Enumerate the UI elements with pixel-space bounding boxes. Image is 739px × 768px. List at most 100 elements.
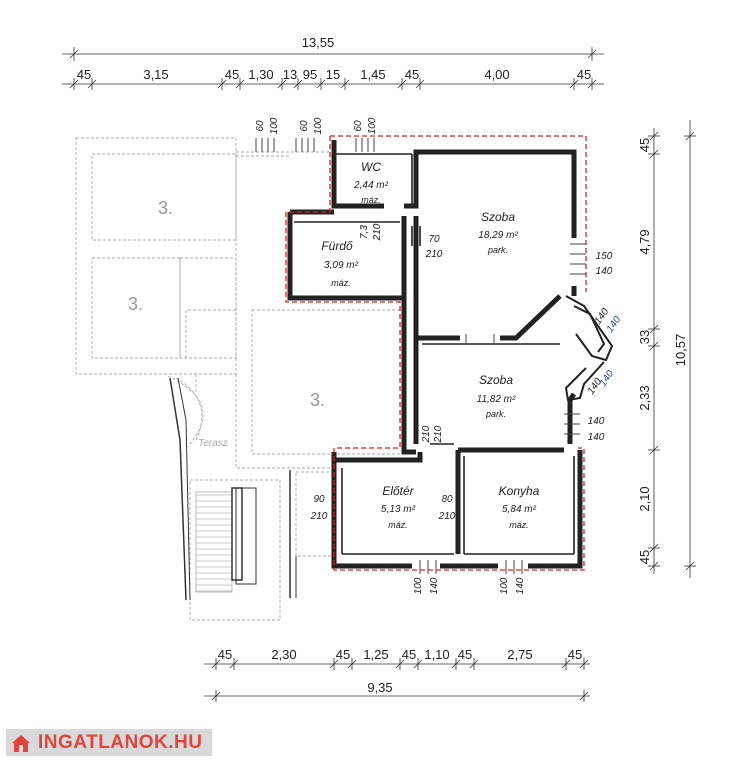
top-dim-6: 95 (303, 67, 317, 82)
top-dim-7: 15 (326, 67, 340, 82)
room-name: Szoba (479, 373, 513, 387)
room-kitchen: Konyha 5,84 m² máz. (499, 484, 540, 530)
right-dim-4: 2,33 (637, 385, 652, 410)
door-bath-room-bottom: 210 (425, 249, 443, 260)
door-wc-bottom: 210 (372, 223, 383, 241)
kitchen-door-bottom: 210 (438, 511, 456, 522)
inner-partitions (294, 153, 575, 555)
entry-door-bottom: 210 (310, 511, 328, 522)
room-floor: máz. (509, 520, 529, 530)
right-dim-3: 33 (637, 330, 652, 344)
neighbour-labels: 3. 3. 3. Terasz (128, 198, 325, 449)
room-area: 5,13 m² (381, 504, 416, 515)
top-window-labels: 60 100 60 100 60 100 (255, 117, 378, 134)
bottom-dim-4: 1,25 (363, 647, 388, 662)
room-hallway: Előtér 5,13 m² máz. (381, 484, 416, 530)
bottom-dim-6: 1,10 (424, 647, 449, 662)
room-floor: máz. (388, 520, 408, 530)
right-dim-2: 4,79 (637, 229, 652, 254)
win-label-1: 60 (255, 120, 266, 132)
top-dim-4: 1,30 (248, 67, 273, 82)
right-dim-6: 45 (637, 550, 652, 564)
room-area: 5,84 m² (502, 504, 537, 515)
hall-door-a: 210 (421, 425, 432, 443)
bottom-dim-3: 45 (336, 647, 350, 662)
door-wc-top: 7,3 (359, 225, 370, 239)
room-floor: máz. (361, 195, 381, 205)
top-ticks (69, 78, 597, 90)
room-floor: máz. (331, 278, 351, 288)
top-dim-1: 45 (77, 67, 91, 82)
room-area: 11,82 m² (477, 394, 516, 405)
neighbour-label-2: 3. (128, 294, 143, 314)
room-floor: park. (485, 409, 506, 419)
hall-door-b: 210 (433, 425, 444, 443)
bottom-dim-5: 45 (402, 647, 416, 662)
neighbour-outline (75, 137, 405, 621)
bottom-segment-labels: 45 2,30 45 1,25 45 1,10 45 2,75 45 9,35 (218, 647, 582, 695)
room-floor: park. (487, 245, 508, 255)
right-dimension-chain (648, 120, 696, 578)
window-room2-bottom: 140 (588, 432, 605, 443)
win-label-6: 100 (367, 117, 378, 134)
top-dim-8: 1,45 (360, 67, 385, 82)
logo-text: INGATLANOK.HU (38, 731, 203, 753)
apartment-walls (287, 140, 583, 569)
window-room2-top: 140 (588, 416, 605, 427)
bottom-dimension-chain (204, 658, 590, 702)
win-label-4: 100 (313, 117, 324, 134)
room-name: Előtér (382, 484, 414, 498)
door-bath-room-top: 70 (428, 234, 440, 245)
window-marks (255, 138, 586, 574)
site-logo[interactable]: INGATLANOK.HU (6, 729, 212, 756)
room-area: 18,29 m² (478, 230, 518, 241)
top-total-dimension: 13,55 (302, 35, 335, 50)
bottom-dim-1: 45 (218, 647, 232, 662)
room-wc: WC 2,44 m² máz. (353, 160, 389, 205)
neighbour-label-3: 3. (310, 390, 325, 410)
win-label-3: 60 (299, 120, 310, 132)
room-area: 2,44 m² (353, 180, 389, 191)
bottom-window-labels: 100 140 100 140 (413, 577, 526, 594)
top-dim-3: 45 (225, 67, 239, 82)
terrace-label: Terasz (198, 438, 228, 449)
room-area: 3,09 m² (324, 260, 359, 271)
room-bedroom-1: Szoba 18,29 m² park. (478, 210, 518, 255)
top-dim-10: 4,00 (484, 67, 509, 82)
entry-door-top: 90 (313, 494, 325, 505)
right-total-dimension: 10,57 (673, 334, 688, 367)
right-segment-labels: 45 4,79 33 2,33 2,10 45 10,57 (637, 138, 688, 564)
window-room1-top: 150 (596, 251, 613, 262)
bottom-win-label-1: 100 (413, 577, 424, 594)
bottom-win-label-2: 140 (429, 577, 440, 594)
room-name: Konyha (499, 484, 540, 498)
right-dim-5: 2,10 (637, 486, 652, 511)
room-bathroom: Fürdő 3,09 m² máz. (321, 239, 358, 288)
bottom-total-dimension: 9,35 (367, 680, 392, 695)
top-dim-11: 45 (577, 67, 591, 82)
win-label-2: 100 (269, 117, 280, 134)
top-dimension-chain (62, 47, 604, 90)
apartment-boundary (285, 135, 587, 571)
house-icon (12, 734, 30, 752)
bottom-dim-2: 2,30 (271, 647, 296, 662)
terrace-stairs (169, 377, 297, 601)
bottom-win-label-3: 100 (499, 577, 510, 594)
room-name: Szoba (481, 210, 515, 224)
room-name: Fürdő (321, 239, 353, 253)
room-name: WC (361, 160, 381, 174)
neighbour-label-1: 3. (158, 198, 173, 218)
top-segment-labels: 45 3,15 45 1,30 13 95 15 1,45 45 4,00 45 (77, 67, 591, 82)
window-room1-bottom: 140 (596, 266, 613, 277)
bottom-dim-9: 45 (568, 647, 582, 662)
kitchen-door-top: 80 (441, 494, 453, 505)
bay-window (564, 295, 614, 402)
room-bedroom-2: Szoba 11,82 m² park. (477, 373, 516, 419)
bottom-dim-7: 45 (458, 647, 472, 662)
win-label-5: 60 (353, 120, 364, 132)
bottom-dim-8: 2,75 (507, 647, 532, 662)
top-dim-2: 3,15 (143, 67, 168, 82)
right-dim-1: 45 (637, 138, 652, 152)
top-dim-9: 45 (405, 67, 419, 82)
